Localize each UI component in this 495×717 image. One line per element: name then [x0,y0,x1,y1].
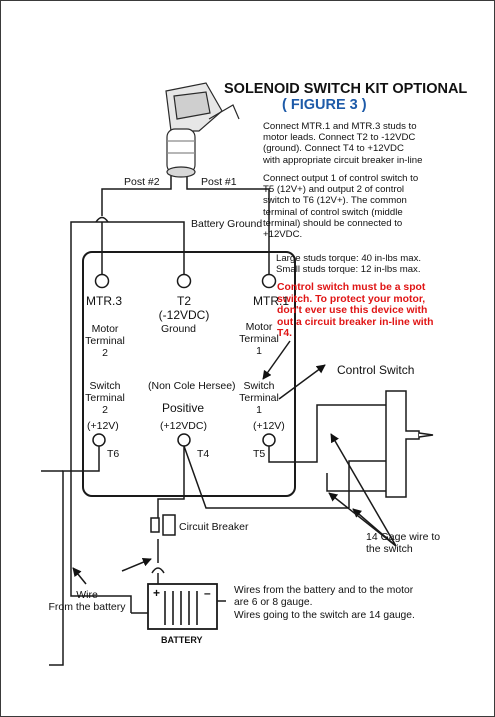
plus12-left-label: (+12V) [87,420,119,432]
switch-terminal-2-label: Switch Terminal 2 [85,380,125,416]
control-instructions-text: Connect output 1 of control switch to T5… [263,173,419,241]
non-cole-hersee-label: (Non Cole Hersee) [148,380,236,392]
control-switch-body [385,390,420,498]
wire-from-battery-label: Wire From the battery [48,589,126,613]
positive-label: Positive [162,401,205,415]
warning-text: Control switch must be a spot switch. To… [277,282,434,340]
motor-illustration [165,82,240,178]
switch-terminal-1-label: Switch Terminal 1 [239,380,279,416]
stud-t6 [92,433,106,447]
plus12-mid-label: (+12VDC) [160,420,207,432]
stud-t2 [176,273,192,289]
motor-terminal-1-label: Motor Terminal 1 [239,321,279,357]
circuit-breaker-label: Circuit Breaker [179,521,249,533]
wire-t4-common [183,445,349,509]
battery-plus-label: + [153,586,161,600]
battery-ground-label: Battery Ground [191,218,263,230]
solenoid-body [82,251,296,497]
battery-label: BATTERY [161,635,203,645]
wire-battery-ground [70,221,185,613]
t4-label: T4 [197,448,210,460]
wire-post1 [186,176,270,274]
control-switch-label: Control Switch [337,363,415,377]
instructions-text: Connect MTR.1 and MTR.3 studs to motor l… [263,121,423,166]
battery-minus-label: – [204,586,211,600]
circuit-breaker-body [162,514,176,536]
gauge-note-text: Wires from the battery and to the motor … [234,585,415,621]
post1-label: Post #1 [201,176,237,188]
torque-text: Large studs torque: 40 in-lbs max. Small… [276,253,422,276]
figure-label: ( FIGURE 3 ) [282,97,367,113]
diagram-title: SOLENOID SWITCH KIT OPTIONAL [224,81,468,97]
t5-label: T5 [253,448,266,460]
stud-t5 [262,433,276,447]
stud-t4 [177,433,191,447]
ground-label: Ground [161,323,197,335]
wire-switch-common [348,460,386,508]
t6-label: T6 [107,448,120,460]
stud-mtr3 [94,273,110,289]
battery-body [147,583,218,630]
wire-t6 [49,446,100,666]
wire-t5 [268,404,386,463]
mtr1-label: MTR.1 [253,294,289,308]
mtr3-label: MTR.3 [86,294,122,308]
motor-terminal-2-label: Motor Terminal 2 [85,323,125,359]
wire-switch-out2 [326,473,386,492]
t2-label: T2 (-12VDC) [158,294,210,322]
post2-label: Post #2 [124,176,160,188]
wire-post2 [101,176,172,274]
plus12-right-label: (+12V) [253,420,285,432]
gage-wire-label: 14 Gage wire to the switch [366,531,441,555]
stud-mtr1 [261,273,277,289]
